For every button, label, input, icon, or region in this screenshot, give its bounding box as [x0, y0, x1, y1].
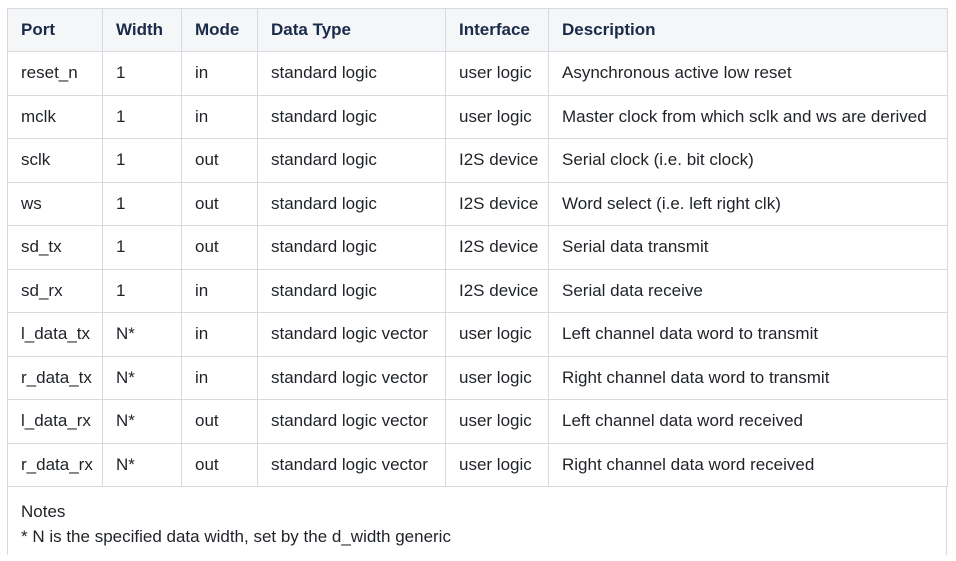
cell-data-type: standard logic — [257, 225, 446, 270]
notes-section: Notes * N is the specified data width, s… — [7, 487, 947, 555]
cell-mode: out — [181, 181, 258, 226]
header-data-type: Data Type — [257, 8, 446, 52]
port-table: Port Width Mode Data Type Interface Desc… — [7, 8, 948, 487]
cell-data-type: standard logic — [257, 94, 446, 139]
cell-interface: I2S device — [445, 225, 549, 270]
cell-description: Master clock from which sclk and ws are … — [548, 94, 948, 139]
cell-port: reset_n — [7, 51, 103, 96]
cell-description: Word select (i.e. left right clk) — [548, 181, 948, 226]
cell-width: N* — [102, 355, 182, 400]
cell-port: sd_rx — [7, 268, 103, 313]
header-port: Port — [7, 8, 103, 52]
cell-interface: I2S device — [445, 181, 549, 226]
cell-data-type: standard logic vector — [257, 355, 446, 400]
cell-interface: user logic — [445, 442, 549, 487]
cell-data-type: standard logic — [257, 138, 446, 183]
cell-width: N* — [102, 399, 182, 444]
cell-port: mclk — [7, 94, 103, 139]
cell-mode: in — [181, 268, 258, 313]
header-mode: Mode — [181, 8, 258, 52]
cell-port: sclk — [7, 138, 103, 183]
cell-description: Left channel data word received — [548, 399, 948, 444]
cell-interface: user logic — [445, 355, 549, 400]
cell-width: 1 — [102, 94, 182, 139]
notes-line: * N is the specified data width, set by … — [21, 527, 451, 546]
cell-description: Serial data receive — [548, 268, 948, 313]
cell-port: sd_tx — [7, 225, 103, 270]
cell-data-type: standard logic — [257, 181, 446, 226]
cell-description: Left channel data word to transmit — [548, 312, 948, 357]
cell-port: l_data_tx — [7, 312, 103, 357]
cell-mode: out — [181, 399, 258, 444]
cell-width: N* — [102, 312, 182, 357]
cell-data-type: standard logic — [257, 51, 446, 96]
header-row: Port Width Mode Data Type Interface Desc… — [7, 8, 948, 52]
cell-port: r_data_rx — [7, 442, 103, 487]
notes-title: Notes — [21, 502, 66, 521]
cell-interface: user logic — [445, 399, 549, 444]
cell-interface: user logic — [445, 312, 549, 357]
cell-mode: out — [181, 225, 258, 270]
port-table-header: Port Width Mode Data Type Interface Desc… — [7, 8, 948, 52]
cell-mode: in — [181, 51, 258, 96]
cell-mode: in — [181, 94, 258, 139]
cell-width: 1 — [102, 181, 182, 226]
cell-description: Right channel data word to transmit — [548, 355, 948, 400]
cell-port: l_data_rx — [7, 399, 103, 444]
cell-interface: I2S device — [445, 268, 549, 313]
cell-port: r_data_tx — [7, 355, 103, 400]
cell-data-type: standard logic — [257, 268, 446, 313]
cell-interface: user logic — [445, 51, 549, 96]
cell-description: Serial clock (i.e. bit clock) — [548, 138, 948, 183]
cell-width: 1 — [102, 138, 182, 183]
header-description: Description — [548, 8, 948, 52]
cell-port: ws — [7, 181, 103, 226]
cell-data-type: standard logic vector — [257, 312, 446, 357]
cell-data-type: standard logic vector — [257, 442, 446, 487]
cell-mode: in — [181, 312, 258, 357]
cell-description: Right channel data word received — [548, 442, 948, 487]
cell-mode: out — [181, 442, 258, 487]
cell-mode: in — [181, 355, 258, 400]
cell-width: 1 — [102, 268, 182, 313]
cell-mode: out — [181, 138, 258, 183]
cell-width: 1 — [102, 51, 182, 96]
cell-interface: user logic — [445, 94, 549, 139]
cell-description: Serial data transmit — [548, 225, 948, 270]
header-interface: Interface — [445, 8, 549, 52]
cell-width: 1 — [102, 225, 182, 270]
cell-description: Asynchronous active low reset — [548, 51, 948, 96]
cell-width: N* — [102, 442, 182, 487]
cell-data-type: standard logic vector — [257, 399, 446, 444]
port-table-container: Port Width Mode Data Type Interface Desc… — [7, 8, 948, 555]
cell-interface: I2S device — [445, 138, 549, 183]
header-width: Width — [102, 8, 182, 52]
